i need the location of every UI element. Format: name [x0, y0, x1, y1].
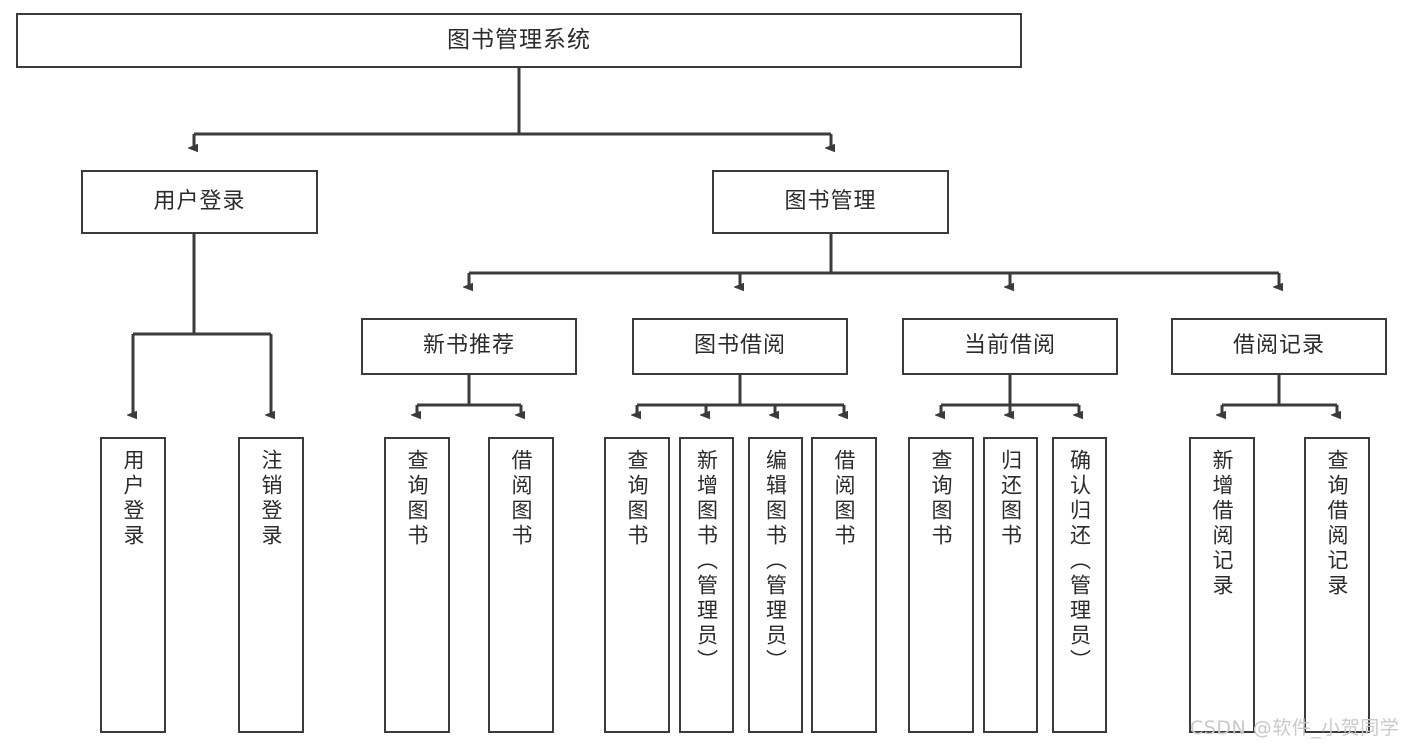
node-book-borrow-label: 图书借阅	[693, 333, 786, 359]
node-leaf-borrow-book-2-label: 借阅图书	[832, 449, 857, 549]
node-leaf-edit-book[interactable]: 编辑图书（管理员）	[748, 437, 803, 733]
node-current-borrow-label: 当前借阅	[963, 333, 1056, 359]
node-leaf-query-book-1[interactable]: 查询图书	[384, 437, 450, 733]
node-new-book-recommend-label: 新书推荐	[422, 333, 515, 359]
node-leaf-borrow-book-1[interactable]: 借阅图书	[488, 437, 554, 733]
node-book-borrow[interactable]: 图书借阅	[632, 318, 848, 375]
node-borrow-record-label: 借阅记录	[1232, 333, 1325, 359]
node-leaf-user-login-label: 用户登录	[121, 449, 146, 549]
node-leaf-add-book[interactable]: 新增图书（管理员）	[679, 437, 734, 733]
node-leaf-add-book-label: 新增图书（管理员）	[694, 449, 719, 674]
node-leaf-query-record[interactable]: 查询借阅记录	[1304, 437, 1370, 733]
node-leaf-confirm-return[interactable]: 确认归还（管理员）	[1052, 437, 1107, 733]
node-leaf-add-record[interactable]: 新增借阅记录	[1189, 437, 1255, 733]
node-leaf-edit-book-label: 编辑图书（管理员）	[763, 449, 788, 674]
node-new-book-recommend[interactable]: 新书推荐	[361, 318, 577, 375]
node-leaf-return-book[interactable]: 归还图书	[983, 437, 1038, 733]
node-leaf-logout[interactable]: 注销登录	[238, 437, 304, 733]
node-leaf-query-book-3-label: 查询图书	[929, 449, 954, 549]
node-leaf-query-book-3[interactable]: 查询图书	[908, 437, 974, 733]
node-leaf-query-book-2[interactable]: 查询图书	[604, 437, 670, 733]
node-leaf-query-book-1-label: 查询图书	[405, 449, 430, 549]
node-leaf-query-book-2-label: 查询图书	[625, 449, 650, 549]
node-borrow-record[interactable]: 借阅记录	[1171, 318, 1387, 375]
node-root-label: 图书管理系统	[447, 26, 591, 53]
node-leaf-borrow-book-2[interactable]: 借阅图书	[811, 437, 877, 733]
node-root[interactable]: 图书管理系统	[16, 13, 1022, 68]
node-leaf-logout-label: 注销登录	[259, 449, 284, 549]
node-leaf-confirm-return-label: 确认归还（管理员）	[1067, 449, 1092, 674]
node-leaf-return-book-label: 归还图书	[998, 449, 1023, 549]
node-book-manage[interactable]: 图书管理	[712, 170, 949, 234]
node-book-manage-label: 图书管理	[784, 188, 877, 214]
node-leaf-add-record-label: 新增借阅记录	[1210, 449, 1235, 599]
node-user-login[interactable]: 用户登录	[81, 170, 318, 234]
node-user-login-label: 用户登录	[153, 188, 246, 214]
node-leaf-borrow-book-1-label: 借阅图书	[509, 449, 534, 549]
watermark-text: CSDN @软件_小贺同学	[1190, 717, 1400, 739]
node-leaf-query-record-label: 查询借阅记录	[1325, 449, 1350, 599]
node-current-borrow[interactable]: 当前借阅	[902, 318, 1118, 375]
node-leaf-user-login[interactable]: 用户登录	[100, 437, 166, 733]
